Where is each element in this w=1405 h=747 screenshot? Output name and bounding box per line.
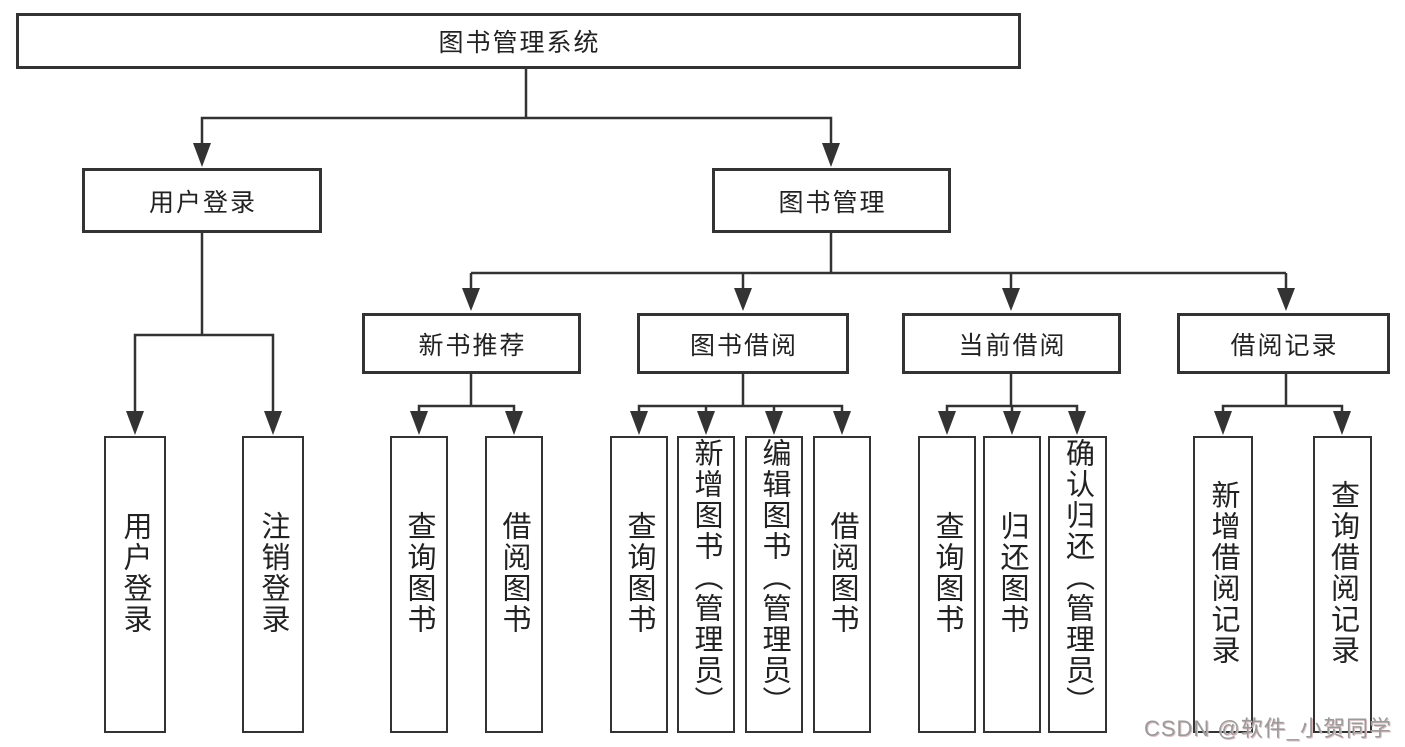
csdn-watermark: CSDN @软件_小贺同学 (1143, 716, 1392, 741)
leaf-edit-book-admin: 编辑图书（管理员） (745, 436, 803, 733)
arrowheads (126, 143, 1351, 435)
leaf-logout: 注销登录 (242, 436, 304, 733)
leaf-confirm-return-admin: 确认归还（管理员） (1048, 436, 1107, 733)
leaf-borrow-books-recommend: 借阅图书 (485, 436, 543, 733)
leaf-borrow-books: 借阅图书 (813, 436, 871, 733)
node-root-system: 图书管理系统 (16, 13, 1021, 69)
leaf-return-book: 归还图书 (983, 436, 1041, 733)
node-current-borrow: 当前借阅 (902, 313, 1121, 374)
node-new-book-recommend: 新书推荐 (362, 313, 581, 374)
node-book-borrow: 图书借阅 (637, 313, 849, 374)
leaf-add-book-admin: 新增图书（管理员） (677, 436, 735, 733)
leaf-query-books-current: 查询图书 (918, 436, 976, 733)
leaf-query-borrow-record: 查询借阅记录 (1313, 436, 1372, 733)
connector-lines (133, 69, 1344, 413)
leaf-query-books-recommend: 查询图书 (390, 436, 448, 733)
node-user-login: 用户登录 (82, 168, 322, 233)
node-book-management: 图书管理 (712, 168, 951, 233)
node-borrow-records: 借阅记录 (1177, 313, 1390, 374)
leaf-add-borrow-record: 新增借阅记录 (1193, 436, 1253, 733)
leaf-user-login: 用户登录 (104, 436, 166, 733)
leaf-query-books-borrow: 查询图书 (610, 436, 668, 733)
